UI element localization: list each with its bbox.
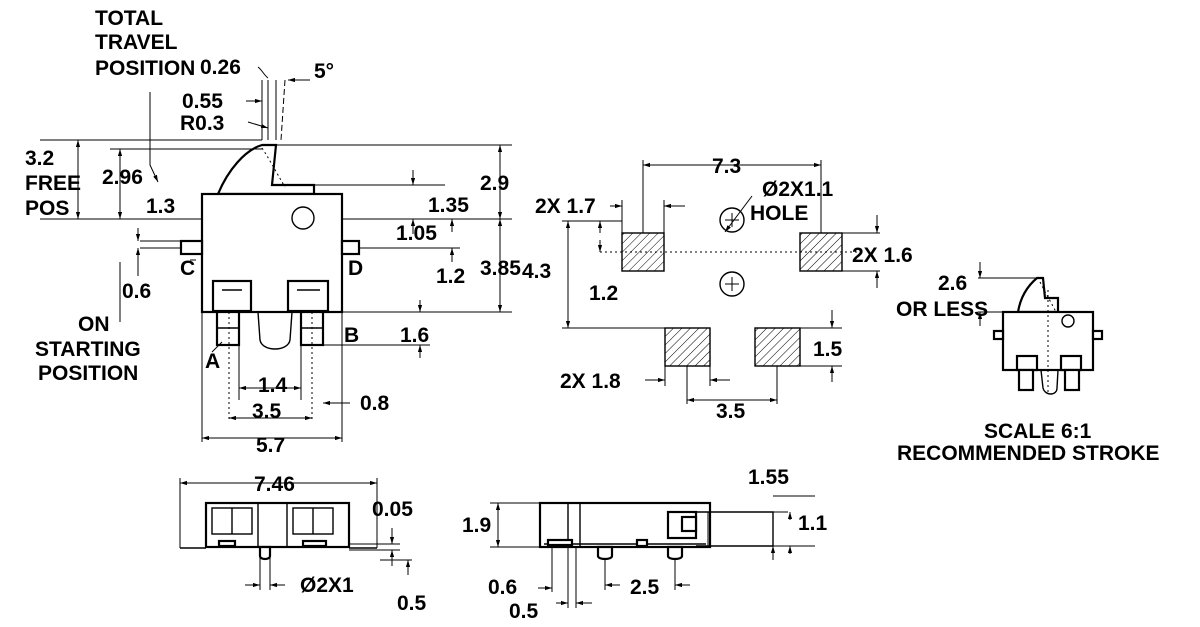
label-on: ON bbox=[78, 313, 110, 336]
scale-caption: SCALE 6:1 bbox=[984, 420, 1092, 443]
label-c: C bbox=[180, 257, 195, 280]
dim-0-05: 0.05 bbox=[372, 498, 413, 521]
dim-2x-1-6: 2X 1.6 bbox=[852, 244, 913, 267]
pad-bottom-left bbox=[664, 327, 711, 367]
dim-1-2: 1.2 bbox=[436, 265, 465, 288]
label-b: B bbox=[344, 324, 359, 347]
dim-1-2-footprint: 1.2 bbox=[589, 282, 618, 305]
pad-bottom-right bbox=[754, 327, 801, 367]
dim-diameter-2x1: Ø2X1 bbox=[300, 574, 354, 597]
label-travel: TRAVEL bbox=[95, 31, 178, 54]
actuator-lever bbox=[216, 143, 316, 196]
pad-left bbox=[621, 232, 665, 272]
footprint-view bbox=[562, 160, 880, 404]
dim-7-46: 7.46 bbox=[254, 473, 295, 496]
label-or-less: OR LESS bbox=[896, 298, 988, 321]
dim-0-8: 0.8 bbox=[360, 392, 390, 415]
hole-diameter-label: Ø2X1.1 bbox=[762, 178, 834, 201]
dim-3-5: 3.5 bbox=[252, 400, 282, 423]
dim-1-55: 1.55 bbox=[748, 466, 789, 489]
dim-7-3: 7.3 bbox=[712, 155, 741, 178]
dim-1-9: 1.9 bbox=[462, 514, 491, 537]
label-pos: POS bbox=[25, 197, 69, 220]
label-position-total: POSITION bbox=[95, 57, 195, 80]
dim-1-35: 1.35 bbox=[428, 194, 469, 217]
hole-bottom bbox=[719, 271, 745, 297]
dim-3-5-footprint: 3.5 bbox=[716, 400, 746, 423]
dim-0-5-bottom: 0.5 bbox=[397, 592, 427, 615]
dim-0-5-side: 0.5 bbox=[509, 600, 539, 623]
dim-0-6-side: 0.6 bbox=[488, 576, 517, 599]
dim-2-96: 2.96 bbox=[102, 166, 143, 189]
label-a: A bbox=[205, 350, 220, 373]
dim-1-5: 1.5 bbox=[813, 338, 843, 361]
dim-2-5: 2.5 bbox=[630, 576, 660, 599]
hole-label: HOLE bbox=[750, 202, 808, 225]
dim-5-degree: 5° bbox=[314, 60, 334, 83]
dim-1-1: 1.1 bbox=[798, 512, 828, 535]
dim-1-05: 1.05 bbox=[396, 222, 437, 245]
dim-2x-1-8: 2X 1.8 bbox=[560, 370, 621, 393]
side-view bbox=[490, 495, 815, 608]
dim-1-6: 1.6 bbox=[400, 324, 429, 347]
dim-2x-1-7: 2X 1.7 bbox=[535, 195, 596, 218]
dim-r0-3: R0.3 bbox=[180, 112, 224, 135]
dim-5-7: 5.7 bbox=[256, 434, 285, 457]
scale-view bbox=[977, 262, 1104, 395]
hole-top bbox=[719, 207, 745, 233]
dim-2-6: 2.6 bbox=[938, 272, 967, 295]
dim-0-55: 0.55 bbox=[182, 90, 223, 113]
front-view bbox=[40, 66, 512, 442]
bottom-view bbox=[179, 478, 412, 590]
label-d: D bbox=[348, 257, 363, 280]
label-starting: STARTING bbox=[35, 338, 141, 361]
dim-3-2: 3.2 bbox=[25, 147, 54, 170]
dim-0-6: 0.6 bbox=[122, 280, 151, 303]
label-position-start: POSITION bbox=[38, 362, 138, 385]
dim-0-26: 0.26 bbox=[200, 56, 241, 79]
dim-2-9: 2.9 bbox=[480, 172, 509, 195]
label-free: FREE bbox=[25, 172, 81, 195]
label-total: TOTAL bbox=[95, 7, 163, 30]
dim-4-3: 4.3 bbox=[522, 260, 551, 283]
recommended-stroke-caption: RECOMMENDED STROKE bbox=[897, 442, 1160, 465]
dim-3-85: 3.85 bbox=[480, 257, 521, 280]
dim-1-3: 1.3 bbox=[146, 195, 175, 218]
mounting-hole bbox=[291, 206, 315, 230]
dim-1-4: 1.4 bbox=[258, 374, 288, 397]
